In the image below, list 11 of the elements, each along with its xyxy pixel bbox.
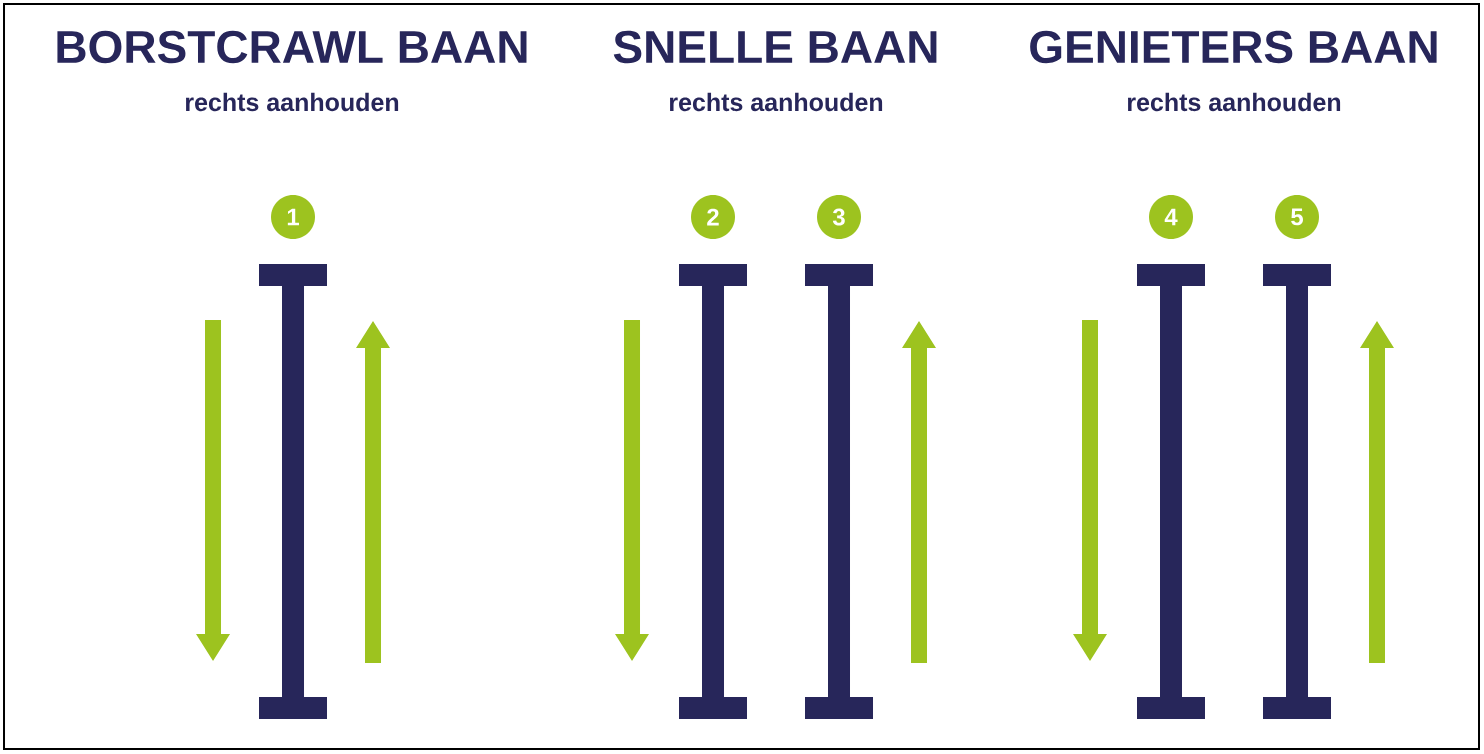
callout-number: 4: [1149, 195, 1193, 239]
lane-subtitle: rechts aanhouden: [186, 92, 399, 112]
callout-number: 2: [691, 195, 735, 239]
lane-heading: GENIETERS BAAN: [1030, 30, 1437, 64]
lane-subtitle: rechts aanhouden: [1128, 92, 1341, 112]
lane-subtitle: rechts aanhouden: [670, 92, 883, 112]
lane-heading: BORSTCRAWL BAAN: [57, 30, 527, 64]
callout-number: 1: [271, 195, 315, 239]
lane-heading: SNELLE BAAN: [613, 30, 937, 64]
callout-number: 5: [1275, 195, 1319, 239]
callout-number: 3: [817, 195, 861, 239]
